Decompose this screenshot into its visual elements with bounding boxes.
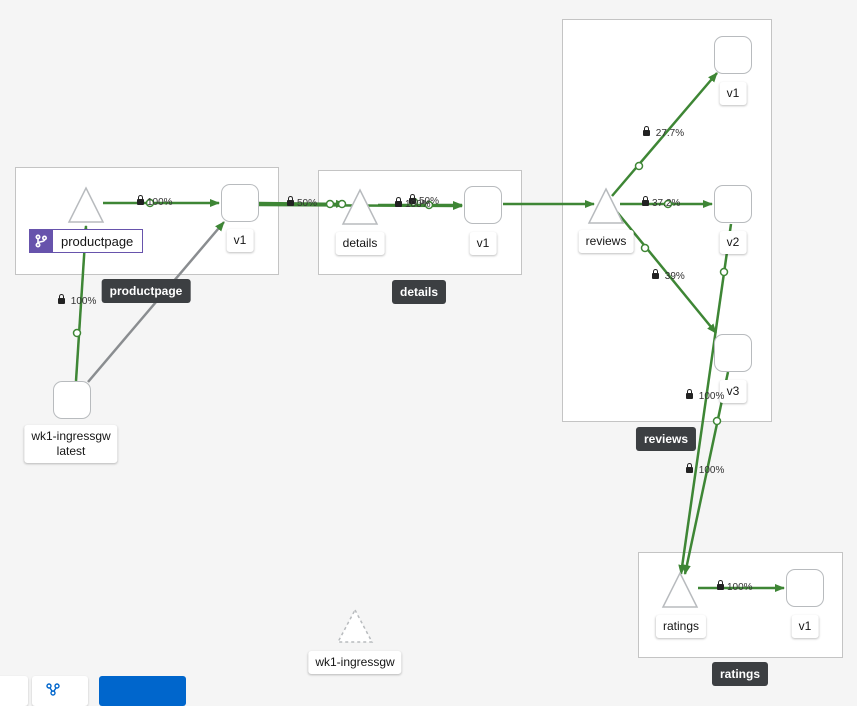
lock-icon <box>409 194 416 204</box>
reviews-group-tag[interactable]: reviews <box>635 427 697 451</box>
edge-label-reviews-v1: 27.7% <box>643 126 684 139</box>
productpage-app-label: productpage <box>61 233 134 249</box>
reviews-v1-node[interactable] <box>714 36 752 74</box>
ratings-app-label: ratings <box>655 615 707 638</box>
lock-icon <box>642 196 649 206</box>
ratings-group-tag[interactable]: ratings <box>711 662 769 686</box>
reviews-v1-label: v1 <box>719 82 747 105</box>
details-group-tag[interactable]: details <box>391 280 447 304</box>
productpage-app-triangle <box>67 186 105 223</box>
ingress-workload-version: latest <box>56 444 86 458</box>
reviews-v3-node[interactable] <box>714 334 752 372</box>
branch-icon <box>29 229 53 253</box>
lock-icon <box>652 269 659 279</box>
edge-label-productpage-v1: 100% <box>137 195 173 208</box>
reviews-v2-label: v2 <box>719 231 747 254</box>
unused-ingress-label: wk1-ingressgw <box>308 651 402 674</box>
lock-icon <box>287 196 294 206</box>
edge-label-details-overlap: 50% <box>409 194 439 207</box>
edge-label-reviews-v3: 39% <box>652 269 685 282</box>
edge-v2-ratings <box>678 223 733 575</box>
unused-ingress-triangle <box>336 608 374 643</box>
ratings-v1-node[interactable] <box>786 569 824 607</box>
toolbar-primary-button[interactable] <box>99 676 186 706</box>
edge-label-ppv1-details: 50% <box>287 196 317 209</box>
details-app-triangle <box>341 188 379 225</box>
toolbar-button-1[interactable] <box>0 676 28 706</box>
productpage-group-tag[interactable]: productpage <box>101 279 191 303</box>
edge-label-v3-ratings: 100% <box>686 389 724 402</box>
productpage-v1-node[interactable] <box>221 184 259 222</box>
edge-label-v2-ratings: 100% <box>686 463 724 476</box>
ingress-workload-label: wk1-ingressgw latest <box>24 425 118 463</box>
ratings-v1-label: v1 <box>791 615 819 638</box>
lock-icon <box>58 294 65 304</box>
topology-icon <box>46 683 60 696</box>
reviews-v3-label: v3 <box>719 380 747 403</box>
edge-v3-ratings <box>682 371 730 575</box>
details-app-label: details <box>335 232 385 255</box>
reviews-v2-node[interactable] <box>714 185 752 223</box>
ingress-workload-node[interactable] <box>53 381 91 419</box>
lock-icon <box>137 195 144 205</box>
ratings-app-triangle <box>661 571 699 608</box>
lock-icon <box>686 463 693 473</box>
details-v1-node[interactable] <box>464 186 502 224</box>
edge-reviews-v3 <box>616 211 717 334</box>
edge-label-details-v1: 100% <box>395 197 431 210</box>
reviews-app-label: reviews <box>578 230 634 253</box>
lock-icon <box>686 389 693 399</box>
edge-label-ingress-productpage: 100% <box>58 294 96 307</box>
graph-edges <box>67 72 785 643</box>
lock-icon <box>717 580 724 590</box>
details-v1-label: v1 <box>469 232 497 255</box>
edge-reviews-v1 <box>611 72 718 197</box>
ingress-workload-name: wk1-ingressgw <box>31 429 111 443</box>
productpage-v1-label: v1 <box>226 229 254 252</box>
edge-label-ratings-v1: 100% <box>717 580 753 593</box>
edge-label-reviews-v2: 37.2% <box>642 196 680 209</box>
reviews-app-triangle <box>587 187 625 224</box>
productpage-app-badge[interactable]: productpage <box>29 229 143 253</box>
lock-icon <box>643 126 650 136</box>
lock-icon <box>395 197 402 207</box>
toolbar-button-2[interactable] <box>32 676 88 706</box>
